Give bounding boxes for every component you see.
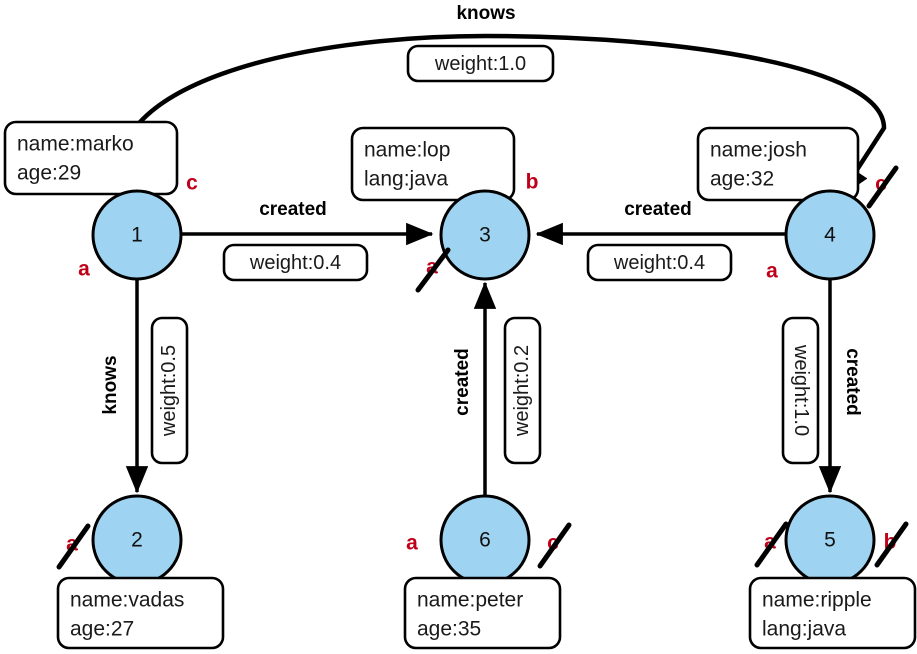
marker-strikethrough (754, 521, 789, 568)
marker-strikethrough (874, 521, 909, 568)
marker-strikethrough (415, 247, 451, 293)
marker-strikethrough (866, 165, 899, 209)
property-box-rect (56, 576, 225, 650)
node-id-label: 3 (479, 224, 491, 247)
property-line: name:lop (364, 139, 450, 162)
marker-node-6-a: a (406, 532, 418, 555)
marker-node-5-a: a (754, 521, 789, 568)
node-circle-3[interactable] (439, 189, 531, 281)
marker-node-2-a: a (56, 523, 91, 570)
property-box-node-5: name:ripple lang:java (748, 576, 917, 650)
node-1[interactable]: 1 (91, 189, 183, 281)
node-4[interactable]: 4 (784, 189, 876, 281)
edge-1-to-4-knows[interactable] (117, 33, 887, 199)
property-line: age:35 (417, 618, 481, 641)
marker-node-5-b: b (874, 521, 909, 568)
node-circle-1[interactable] (91, 189, 183, 281)
marker-node-1-a: a (78, 258, 90, 281)
edge-weight-created-4-3: weight:0.4 (586, 243, 733, 282)
edge-label-created-6-3: created (452, 348, 473, 416)
weight-box-rect (406, 44, 555, 83)
weight-label: weight:1.0 (790, 344, 812, 436)
marker-strikethrough (56, 523, 91, 570)
property-box-node-1: name:marko age:29 (3, 120, 179, 196)
edge-path-knows-1-4 (117, 33, 887, 199)
node-id-label: 2 (131, 529, 143, 552)
property-box-node-6: name:peter age:35 (403, 576, 562, 650)
weight-box-rect (150, 316, 189, 465)
weight-label: weight:0.4 (613, 252, 705, 274)
weight-label: weight:0.5 (158, 345, 180, 437)
node-5[interactable]: 5 (784, 494, 876, 586)
property-line: age:27 (70, 618, 134, 641)
property-box-rect (350, 126, 516, 202)
property-line: lang:java (762, 618, 846, 641)
property-box-rect (696, 126, 860, 202)
property-line: age:32 (710, 168, 774, 191)
edge-label-created-1-3: created (259, 199, 327, 220)
property-line: name:josh (710, 139, 807, 162)
marker-letter-text: a (766, 260, 778, 283)
edge-label-knows-1-2: knows (100, 355, 121, 414)
edge-weight-knows-1-2: weight:0.5 (150, 316, 189, 465)
node-3[interactable]: 3 (439, 189, 531, 281)
node-id-label: 5 (824, 529, 836, 552)
property-line: age:29 (17, 162, 81, 185)
weight-box-rect (503, 316, 542, 465)
marker-letter-text: c (186, 172, 198, 195)
property-box-node-3: name:lop lang:java (350, 126, 516, 202)
property-line: name:ripple (762, 589, 872, 612)
property-box-node-4: name:josh age:32 (696, 126, 860, 202)
edge-weight-knows-1-4: weight:1.0 (406, 44, 555, 83)
marker-node-4-c: c (866, 165, 899, 209)
marker-node-1-c: c (186, 172, 198, 195)
marker-node-4-a: a (766, 260, 778, 283)
weight-box-rect (781, 316, 820, 465)
property-box-rect (748, 576, 917, 650)
node-6[interactable]: 6 (439, 494, 531, 586)
weight-box-rect (586, 243, 733, 282)
edge-label-created-4-3: created (624, 199, 692, 220)
weight-label: weight:1.0 (434, 53, 526, 75)
weight-box-rect (222, 243, 369, 282)
marker-letter-text: a (78, 258, 90, 281)
marker-node-3-a: a (415, 247, 451, 293)
marker-letter-text: a (406, 532, 418, 555)
edge-weight-created-4-5: weight:1.0 (781, 316, 820, 465)
edge-label-knows-1-4: knows (456, 3, 515, 24)
marker-node-6-c: c (537, 522, 572, 569)
marker-strikethrough (537, 522, 572, 569)
edge-weight-created-6-3: weight:0.2 (503, 316, 542, 465)
property-line: name:vadas (70, 589, 184, 612)
marker-node-3-b: b (526, 171, 539, 194)
property-box-node-2: name:vadas age:27 (56, 576, 225, 650)
property-line: name:peter (417, 589, 523, 612)
node-id-label: 6 (479, 529, 491, 552)
property-box-rect (3, 120, 179, 196)
node-id-label: 1 (131, 224, 143, 247)
property-line: name:marko (17, 133, 134, 156)
weight-label: weight:0.4 (249, 252, 341, 274)
marker-letter-text: b (526, 171, 539, 194)
node-id-label: 4 (824, 224, 836, 247)
node-circle-4[interactable] (784, 189, 876, 281)
edge-weight-created-1-3: weight:0.4 (222, 243, 369, 282)
edge-label-created-4-5: created (842, 348, 863, 416)
node-2[interactable]: 2 (91, 494, 183, 586)
property-line: lang:java (364, 168, 448, 191)
weight-label: weight:0.2 (511, 345, 533, 437)
property-box-rect (403, 576, 562, 650)
